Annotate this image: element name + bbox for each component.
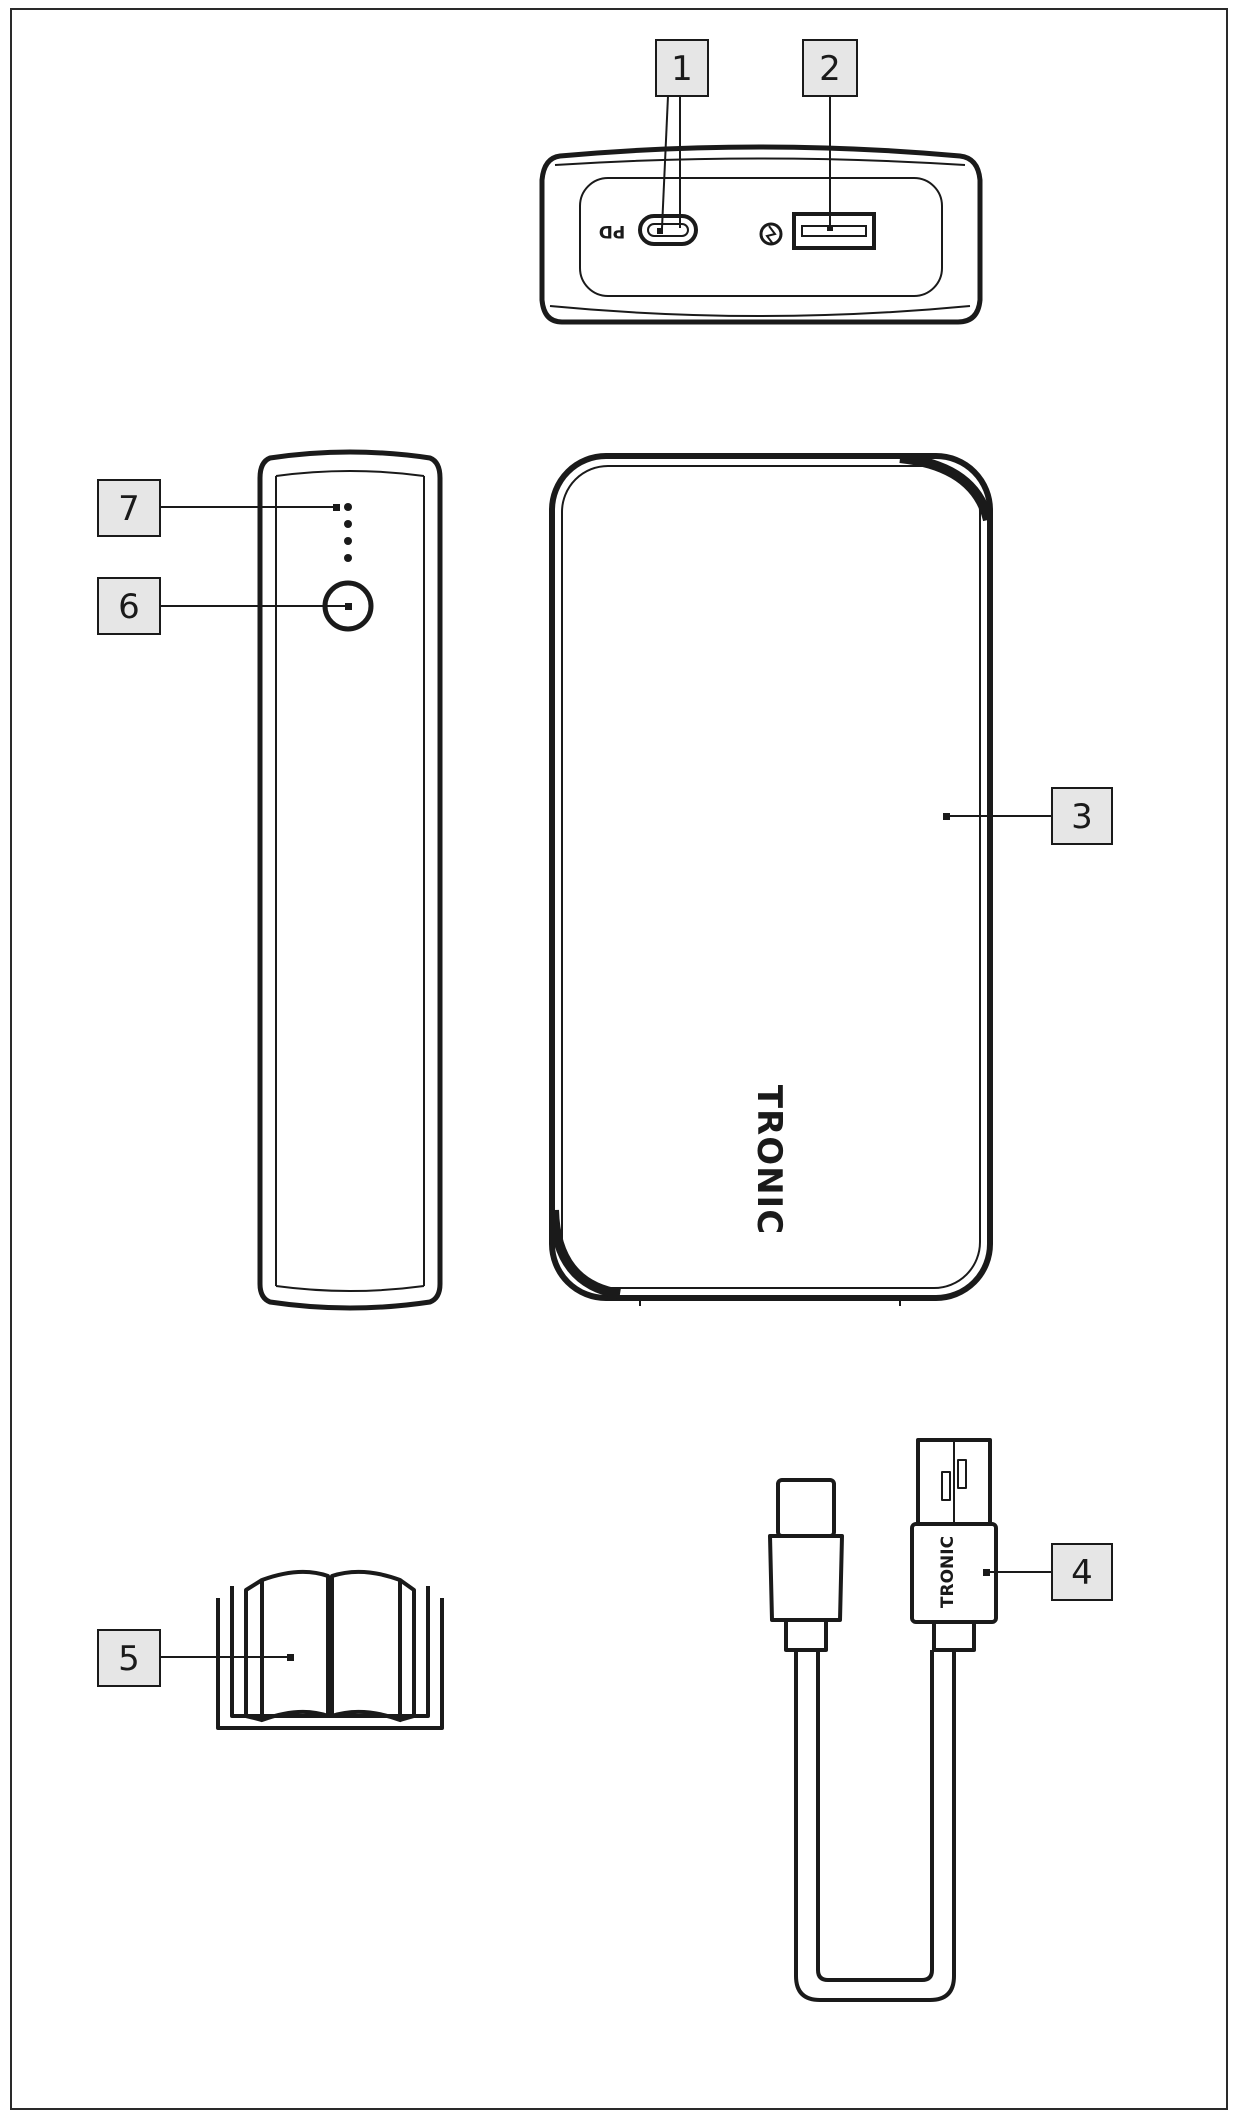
callout-6-number: 6	[118, 587, 140, 627]
callout-7-marker	[333, 504, 340, 511]
callout-2-number: 2	[819, 49, 841, 89]
usb-c-port	[638, 214, 698, 246]
pd-label: PD	[599, 221, 626, 241]
callout-3-marker	[943, 813, 950, 820]
instruction-manual-icon	[216, 1569, 444, 1730]
callout-7-number: 7	[118, 489, 140, 529]
callout-2: 2	[802, 39, 858, 231]
callout-6-marker	[345, 603, 352, 610]
callout-1-leader	[661, 95, 669, 229]
brand-logo-device: TRONIC	[749, 1085, 789, 1235]
brand-logo-cable: TRONIC	[938, 1536, 958, 1608]
callout-3-number: 3	[1071, 797, 1093, 837]
callout-3: 3	[943, 787, 1113, 845]
callout-1-number: 1	[671, 49, 693, 89]
charge-level-leds	[344, 503, 352, 562]
callout-5-number: 5	[118, 1639, 140, 1679]
callout-4: 4	[983, 1543, 1113, 1601]
callout-1-marker	[657, 228, 663, 234]
power-bank-port-end-view	[539, 144, 983, 325]
callout-6: 6	[97, 577, 352, 635]
callout-5-marker	[287, 1654, 294, 1661]
page-frame	[10, 8, 1228, 2110]
callout-1: 1	[655, 39, 709, 234]
usb-a-port	[792, 212, 876, 250]
callout-5: 5	[97, 1629, 294, 1687]
power-bank-side-view	[257, 449, 443, 1311]
callout-4-number: 4	[1071, 1553, 1093, 1593]
usb-cable-illustration	[768, 1438, 998, 2002]
quick-charge-icon	[759, 222, 783, 246]
power-bank-front-view	[549, 453, 993, 1306]
callout-2-marker	[827, 225, 833, 231]
callout-4-marker	[983, 1569, 990, 1576]
callout-7: 7	[97, 479, 340, 537]
